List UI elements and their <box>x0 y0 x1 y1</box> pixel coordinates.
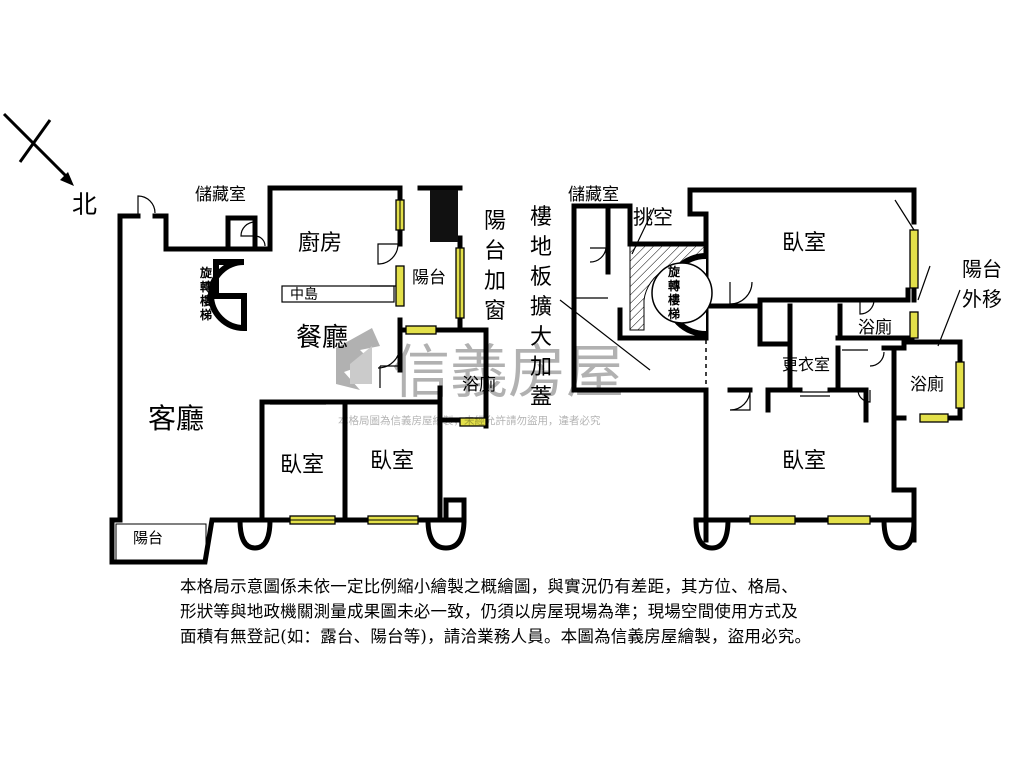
svg-text:梯: 梯 <box>200 307 212 322</box>
spiral-stair-left-label: 旋 轉 樓 梯 <box>199 265 213 322</box>
spiral-stair-left <box>208 259 247 332</box>
right-unit-doors <box>589 247 885 411</box>
left-windows <box>289 199 487 525</box>
svg-text:擴: 擴 <box>530 295 552 320</box>
floor-extension-dashed <box>574 297 707 390</box>
room-balcony-enclosed: 陽 台 加 窗 <box>484 209 506 324</box>
label-balcony-moved-1: 陽台 <box>962 257 1002 281</box>
right-windows <box>749 229 965 525</box>
stair-block-dark <box>430 190 458 242</box>
right-unit-walls <box>571 187 963 551</box>
disclaimer-notice: 本格局示意圖係未依一定比例縮小繪製之概繪圖，與實況仍有差距，其方位、格局、 形狀… <box>180 574 980 649</box>
svg-text:加: 加 <box>530 355 552 380</box>
room-kitchen: 廚房 <box>298 231 342 256</box>
room-bedroom-bottom-right: 臥室 <box>782 449 826 474</box>
room-bath-right: 浴廁 <box>910 374 944 395</box>
room-bedroom-b: 臥室 <box>370 449 414 474</box>
label-island: 中島 <box>290 287 318 303</box>
svg-text:旋: 旋 <box>199 265 213 280</box>
svg-text:板: 板 <box>530 265 552 290</box>
svg-text:旋: 旋 <box>667 264 681 279</box>
spiral-stair-right <box>651 253 713 337</box>
north-arrow-icon <box>2 112 74 186</box>
room-dining: 餐廳 <box>296 323 348 353</box>
label-void: 挑空 <box>633 205 673 229</box>
watermark: 信義房屋 本格局圖為信義房屋繪製，未經允許請勿盜用，違者必究 <box>336 328 624 427</box>
room-bath-left: 浴廁 <box>462 374 496 395</box>
svg-text:地: 地 <box>530 235 552 260</box>
svg-text:梯: 梯 <box>668 306 680 321</box>
disclaimer-line: 形狀等與地政機關測量成果圖未必一致，仍須以房屋現場為準；現場空間使用方式及 <box>180 602 798 621</box>
room-bath-mid: 浴廁 <box>858 317 892 338</box>
label-balcony-moved-2: 外移 <box>962 287 1002 311</box>
svg-text:樓: 樓 <box>530 205 552 230</box>
left-unit-doors <box>137 195 401 420</box>
room-dressing: 更衣室 <box>782 355 830 374</box>
disclaimer-line: 本格局示意圖係未依一定比例縮小繪製之概繪圖，與實況仍有差距，其方位、格局、 <box>180 577 798 596</box>
left-unit-walls <box>109 185 489 565</box>
svg-text:樓: 樓 <box>668 292 680 307</box>
svg-text:陽: 陽 <box>484 209 506 234</box>
svg-text:加: 加 <box>484 269 506 294</box>
balcony-bottom-outline <box>115 523 207 561</box>
room-bedroom-a: 臥室 <box>280 453 324 478</box>
room-storage-left: 儲藏室 <box>195 185 246 205</box>
room-living: 客廳 <box>148 402 204 435</box>
label-floor-extension: 樓 地 板 擴 大 加 蓋 <box>530 205 552 410</box>
svg-text:台: 台 <box>484 239 506 264</box>
room-storage-right: 儲藏室 <box>568 185 619 205</box>
disclaimer-line: 面積有無登記(如：露台、陽台等)，請洽業務人員。本圖為信義房屋繪製，盜用必究。 <box>180 627 812 646</box>
svg-text:窗: 窗 <box>484 299 506 324</box>
room-bedroom-top-right: 臥室 <box>782 231 826 256</box>
svg-text:轉: 轉 <box>668 278 680 293</box>
north-label: 北 <box>72 190 97 219</box>
spiral-stair-right-label: 旋 轉 樓 梯 <box>667 264 681 321</box>
kitchen-island <box>281 285 395 303</box>
svg-text:轉: 轉 <box>200 279 212 294</box>
svg-text:大: 大 <box>530 325 552 350</box>
brand-logo-icon <box>336 328 380 390</box>
watermark-brand: 信義房屋 <box>392 338 624 406</box>
room-balcony-bottom: 陽台 <box>133 529 163 547</box>
room-balcony-top: 陽台 <box>412 268 446 288</box>
svg-text:樓: 樓 <box>200 293 212 308</box>
svg-text:蓋: 蓋 <box>530 385 552 410</box>
watermark-caption: 本格局圖為信義房屋繪製，未經允許請勿盜用，違者必究 <box>338 414 601 427</box>
annotation-leader-lines <box>559 199 961 371</box>
